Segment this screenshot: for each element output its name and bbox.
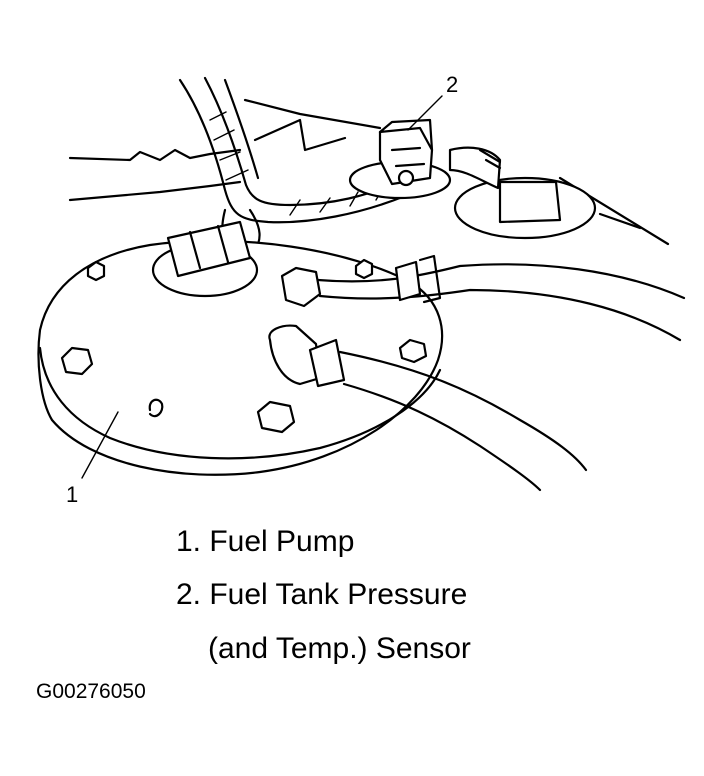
- callout-1-label: 1: [66, 482, 78, 507]
- callout-2-leader: [407, 95, 443, 131]
- callouts: 1 2: [66, 72, 458, 507]
- callout-1-leader: [81, 411, 119, 479]
- pump-connector: [151, 220, 259, 298]
- callout-2-label: 2: [446, 72, 458, 97]
- legend-item-pressure-sensor-continued: (and Temp.) Sensor: [208, 632, 471, 665]
- legend-item-fuel-pump: 1. Fuel Pump: [176, 525, 355, 558]
- pressure-sensor: [348, 118, 452, 200]
- figure-code: G00276050: [36, 680, 146, 703]
- legend-item-pressure-sensor: 2. Fuel Tank Pressure: [176, 578, 468, 611]
- fuel-pump-flange: [37, 239, 444, 476]
- vent-fitting: [448, 146, 597, 240]
- fuel-pump-illustration: 1 2: [37, 72, 686, 507]
- fuel-lines: [268, 254, 686, 492]
